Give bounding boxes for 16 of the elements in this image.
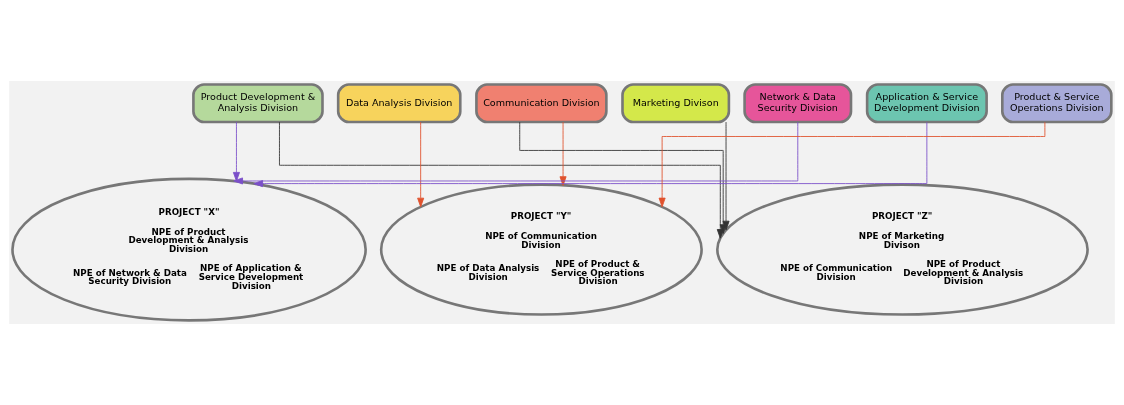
arrow (233, 121, 799, 185)
node-box: Network & Data Security Division (743, 83, 853, 124)
arrow (232, 121, 240, 182)
node-box: Application & Service Development Division (865, 83, 988, 124)
node-box: Marketing Divison (621, 83, 731, 124)
arrow (519, 121, 727, 234)
node-box: Product & Service Operations Division (1001, 83, 1113, 124)
arrow (253, 121, 928, 188)
arrow (559, 121, 567, 186)
node-box: Communication Division (475, 83, 608, 124)
arrow (279, 121, 724, 239)
arrow (417, 121, 425, 208)
arrow (722, 121, 730, 231)
node-box: Data Analysis Division (336, 83, 462, 124)
node-box: Product Development & Analysis Division (192, 83, 324, 124)
node-ellipse: PROJECT "Y" NPE of Communication Division NPE of Data Analysis Division NPE of Product & Service Operations Division (379, 183, 703, 316)
